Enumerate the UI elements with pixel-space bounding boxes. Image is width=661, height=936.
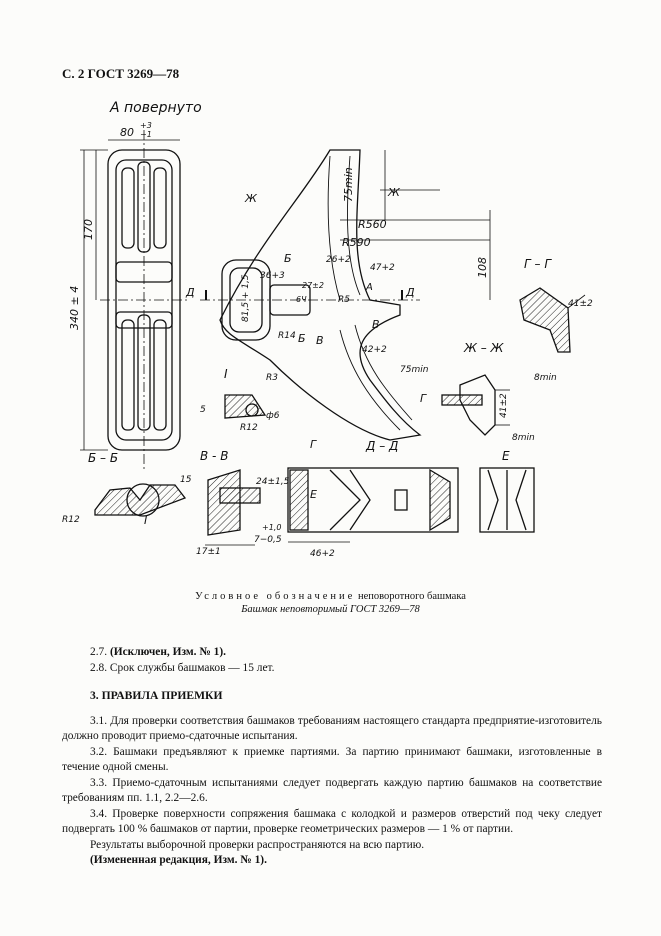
label-v1: В — [372, 318, 380, 331]
dim-r590: R590 — [342, 236, 371, 249]
dim-r560: R560 — [358, 218, 387, 231]
dim-6: 6Ч — [296, 295, 307, 304]
label-e1: Е — [310, 488, 317, 501]
label-d1: Д — [185, 286, 195, 299]
side-view — [200, 149, 491, 441]
detail-one — [224, 394, 267, 419]
view-e — [479, 467, 535, 533]
dim-24: 24±1,5 — [256, 477, 290, 487]
dim-75min-top: 75min — [342, 167, 355, 202]
section-vv — [205, 469, 261, 546]
front-view — [80, 130, 188, 470]
caption-rest: неповоротного башмака — [355, 591, 466, 602]
para-3-4b: Результаты выборочной проверки распростр… — [90, 838, 425, 851]
dim-5: 5 — [200, 405, 206, 415]
caption-spaced: Условное обозначение — [195, 591, 356, 602]
para-2-8: 2.8. Срок службы башмаков — 15 лет. — [90, 661, 275, 674]
dim-26: 26+2 — [326, 255, 351, 265]
para-3-1: 3.1. Для проверки соответствия башмаков … — [62, 714, 602, 743]
label-g2: Г — [310, 438, 317, 451]
dim-r5: R5 — [338, 295, 350, 305]
dim-41-v: 41±2 — [499, 393, 509, 418]
label-zh1: Ж — [244, 192, 258, 205]
dim-27: 27±2 — [302, 281, 324, 290]
page-header: С. 2 ГОСТ 3269—78 — [62, 66, 180, 81]
para-2-7-num: 2.7. — [90, 646, 110, 658]
label-a: А — [365, 282, 373, 293]
label-b2: Б — [298, 332, 306, 345]
dim-tol-minus: −1 — [140, 130, 152, 139]
dim-81: 81,5 + 1,5 — [241, 274, 251, 322]
section-gg — [519, 287, 586, 353]
section-vv-title: В - В — [200, 449, 228, 463]
figure-caption: Условное обозначение неповоротного башма… — [0, 590, 661, 604]
section-dd-title: Д – Д — [365, 439, 398, 453]
para-3-2: 3.2. Башмаки предъявляют к приемке парти… — [62, 745, 602, 774]
dim-15: 15 — [180, 475, 192, 485]
label-zh2: Ж — [387, 186, 401, 199]
para-3-4-bold: (Измененная редакция, Изм. № 1). — [90, 854, 267, 866]
dim-42: 42+2 — [362, 345, 387, 355]
label-d2: Д — [405, 286, 415, 299]
section-zhzh-title: Ж – Ж — [463, 341, 505, 355]
dim-75min-bot: 75min — [400, 365, 429, 375]
dim-r12-detail: R12 — [240, 423, 258, 433]
dim-340: 340 ± 4 — [68, 286, 81, 330]
dim-8min-a: 8min — [534, 373, 557, 383]
view-title: А повернуто — [109, 100, 202, 116]
label-g1: Г — [420, 392, 427, 405]
dim-36: 36+3 — [260, 271, 285, 281]
dim-8min-b: 8min — [512, 433, 535, 443]
dim-17: 17±1 — [196, 547, 221, 557]
section-bb-title: Б – Б — [88, 451, 118, 465]
dim-170: 170 — [82, 219, 95, 240]
label-roman-1: I — [224, 367, 228, 381]
para-2-7-bold: (Исключен, Изм. № 1). — [109, 646, 226, 658]
section-dd — [287, 467, 459, 543]
section-zhzh — [441, 374, 510, 436]
dim-r14: R14 — [278, 331, 296, 341]
section-gg-title: Г – Г — [524, 257, 552, 271]
dim-r3: R3 — [266, 373, 278, 383]
dim-41: 41±2 — [568, 299, 593, 309]
dim-46: 46+2 — [310, 549, 335, 559]
dim-width-top: 80 — [120, 126, 134, 139]
dim-tol-plus: +3 — [140, 121, 152, 130]
dim-7: 7−0,5 — [254, 535, 282, 545]
dim-r12: R12 — [62, 515, 80, 525]
dim-47: 47+2 — [370, 263, 395, 273]
para-2-7: 2.7. (Исключен, Изм. № 1). — [62, 645, 602, 661]
body-text: 2.7. (Исключен, Изм. № 1). 2.8. Срок слу… — [62, 645, 602, 869]
label-b1: Б — [284, 252, 292, 265]
para-3-3: 3.3. Приемо-сдаточным испытаниями следуе… — [62, 776, 602, 805]
label-roman-1b: I — [144, 514, 147, 527]
technical-drawing: А повернуто 80 +3 −1 170 340 ± 4 Ж Ж 75m… — [62, 100, 593, 559]
dim-10: +1,0 — [262, 523, 281, 532]
view-e-title: Е — [502, 449, 510, 463]
section-bb — [94, 483, 187, 517]
para-3-4: 3.4. Проверке поверхности сопряжения баш… — [62, 807, 602, 836]
figure-caption-example: Башмак неповторимый ГОСТ 3269—78 — [241, 604, 420, 615]
dim-phi6: ф6 — [266, 411, 280, 421]
dim-108: 108 — [476, 257, 489, 278]
label-v2: В — [316, 334, 324, 347]
section-title: 3. ПРАВИЛА ПРИЕМКИ — [90, 689, 223, 702]
